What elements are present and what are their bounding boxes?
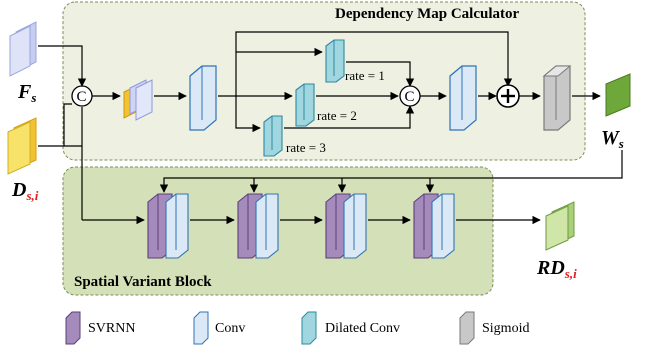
svrnn-unit-4 [413, 193, 455, 259]
legend-conv-label: Conv [215, 321, 245, 336]
ws-output-block [605, 73, 631, 117]
ds-to-concat-arrow [38, 103, 72, 147]
rate-2-label: rate = 2 [317, 108, 357, 123]
rate3-branch [235, 96, 261, 133]
concat-circle-2-label: C [405, 89, 415, 105]
svrnn-unit-3 [325, 193, 367, 259]
skip-connection [235, 31, 513, 96]
rate1-to-concat [346, 61, 415, 87]
legend-svrnn: SVRNN [65, 311, 135, 345]
conv-block-icon [193, 311, 209, 345]
ws-feedback-line [159, 150, 623, 193]
fs-to-concat-arrow [38, 45, 87, 87]
ds-label: Ds,i [11, 179, 39, 203]
dependency-map-region [62, 1, 586, 161]
fs-input-block [9, 21, 37, 77]
concat-feature-block [123, 79, 153, 121]
sigmoid-block [542, 65, 572, 131]
fs-label: Fs [17, 81, 36, 105]
svrnn-unit-1 [147, 193, 189, 259]
dilated-conv-rate3 [263, 115, 283, 157]
dilated-conv-rate2 [295, 83, 315, 127]
svrnn-unit-2 [237, 193, 279, 259]
legend-sigmoid: Sigmoid [459, 311, 529, 345]
conv-block-1 [189, 65, 217, 131]
dilated-conv-rate1 [325, 39, 345, 83]
sigmoid-block-icon [459, 311, 475, 345]
dilated-conv-block-icon [301, 311, 317, 345]
rate-3-label: rate = 3 [286, 140, 326, 155]
svrnn-block-icon [65, 311, 81, 345]
legend-sigmoid-label: Sigmoid [482, 321, 529, 336]
legend-svrnn-label: SVRNN [88, 321, 135, 336]
rd-label: RDs,i [536, 257, 577, 281]
legend-dilated: Dilated Conv [301, 311, 400, 345]
concat-circle-1-label: C [77, 89, 87, 105]
spatial-variant-title: Spatial Variant Block [74, 274, 212, 290]
rate3-to-concat [284, 105, 415, 129]
conv-block-2 [449, 65, 477, 131]
rate-1-label: rate = 1 [345, 68, 385, 83]
dependency-map-title: Dependency Map Calculator [335, 6, 519, 22]
legend-conv: Conv [193, 311, 245, 345]
legend: SVRNN Conv Dilated Conv Sigmoid [65, 311, 529, 345]
ds-input-block [7, 117, 37, 175]
rd-output-block [545, 201, 575, 251]
legend-dilated-label: Dilated Conv [325, 321, 400, 336]
ws-label: Ws [601, 127, 624, 151]
